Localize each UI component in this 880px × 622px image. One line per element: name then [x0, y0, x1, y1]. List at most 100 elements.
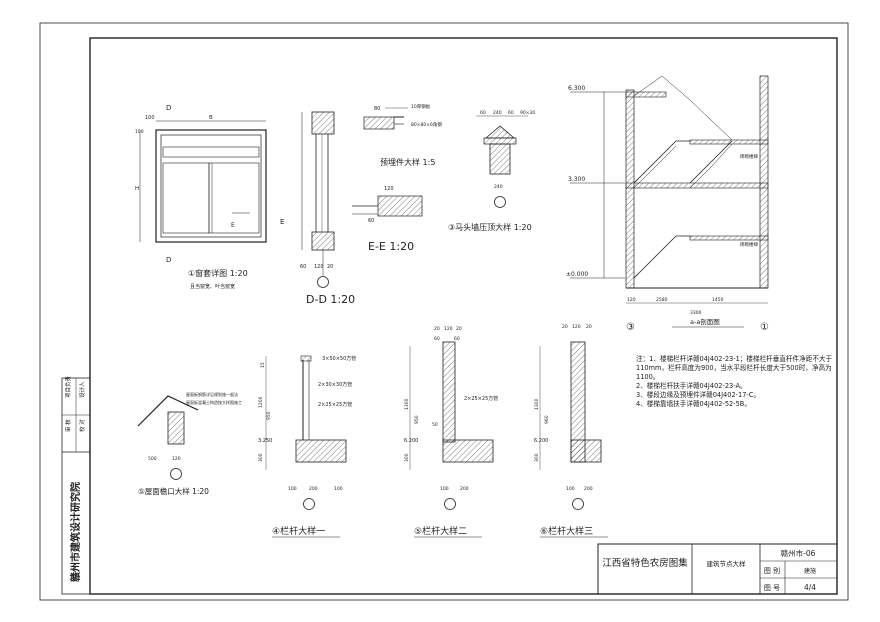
svg-text:60: 60 — [300, 264, 306, 270]
svg-text:屋面板钢筋详见规划施一般法: 屋面板钢筋详见规划施一般法 — [186, 391, 238, 397]
embed-title: 预埋件大样 1:5 — [380, 157, 435, 167]
note-3: 3、楼段边缘及预埋件详赣04J402-17-C。 — [636, 391, 760, 399]
notes-block: 注：1、楼梯栏杆详赣04J402-23-1；楼梯栏杆垂直杆件净距不大于110mm… — [636, 355, 836, 409]
svg-text:2×25×25方管: 2×25×25方管 — [464, 395, 498, 402]
level-2: 3.300 — [568, 176, 585, 183]
svg-text:2×25×25方管: 2×25×25方管 — [318, 401, 352, 408]
note-4: 4、楼梯靠墙扶手详赣04J402-52-5B。 — [636, 400, 751, 408]
svg-text:1200: 1200 — [258, 396, 264, 408]
svg-text:80×80×6角钢: 80×80×6角钢 — [411, 121, 442, 128]
svg-text:屋面板混凝土构造按大样图施工: 屋面板混凝土构造按大样图施工 — [186, 399, 242, 405]
svg-text:D: D — [166, 256, 171, 264]
inner-border — [89, 37, 838, 595]
role-3: 设计人 — [78, 381, 86, 398]
svg-text:120: 120 — [314, 264, 324, 270]
eave-title: ⑤屋面檐口大样 1:20 — [138, 486, 209, 496]
axis-left: ③ — [626, 322, 635, 333]
rail-2-detail: 20 120 20 60 60 1300 950 50 300 2×25×25方… — [404, 326, 498, 538]
stair-section: 6.300 3.300 ±0.000 砖砌楼梯 砖砌楼梯 120 2580 14… — [566, 75, 769, 333]
svg-text:2580: 2580 — [656, 297, 668, 303]
number-label: 图 号 — [764, 584, 780, 592]
svg-text:20: 20 — [562, 324, 568, 330]
rail-3-detail: 20 120 20 1300 960 300 6.200 100 200 ⑥栏杆… — [534, 324, 608, 538]
window-note: 且当窗宽、叶当窗宽 — [190, 283, 235, 290]
drawing-title: 建筑节点大样 — [707, 559, 747, 568]
svg-text:100: 100 — [145, 115, 155, 121]
rail3-level: 6.200 — [534, 438, 548, 444]
svg-text:90×30: 90×30 — [520, 110, 535, 116]
svg-text:60: 60 — [480, 110, 486, 116]
stair-label-1: 砖砌楼梯 — [740, 153, 758, 160]
note-2: 2、楼梯栏杆扶手详赣04J402-23-A。 — [636, 382, 747, 390]
svg-text:100: 100 — [288, 486, 297, 492]
svg-text:B: B — [209, 115, 213, 121]
rail2-title: ⑤栏杆大样二 — [414, 525, 467, 537]
svg-text:60: 60 — [434, 336, 440, 342]
svg-text:950: 950 — [266, 411, 272, 420]
role-1: 项目负责 — [64, 375, 72, 398]
number-value: 4/4 — [804, 583, 816, 592]
dd-section: 60 120 20 D-D 1:20 — [300, 111, 355, 306]
svg-text:120: 120 — [384, 186, 394, 192]
rail-1-detail: 15 1200 950 300 3×50×50方管 2×30×30方管 2×25… — [258, 355, 356, 538]
svg-text:10厚钢板: 10厚钢板 — [411, 103, 431, 110]
eave-detail: 屋面板钢筋详见规划施一般法 屋面板混凝土构造按大样图施工 500 120 ⑤屋面… — [137, 391, 242, 496]
svg-text:H: H — [135, 186, 139, 192]
window-title: ①窗套详图 1:20 — [188, 268, 248, 278]
role-2: 审 核 — [64, 419, 72, 432]
svg-text:20: 20 — [327, 264, 333, 270]
svg-text:300: 300 — [404, 453, 410, 462]
stair-label-2: 砖砌楼梯 — [740, 241, 758, 248]
svg-text:60: 60 — [454, 336, 460, 342]
cut-mark-e: E — [280, 218, 284, 226]
ee-section: 120 60 E-E 1:20 — [352, 186, 423, 253]
svg-text:300: 300 — [258, 453, 264, 462]
rail1-title: ④栏杆大样一 — [272, 525, 325, 537]
ee-title: E-E 1:20 — [368, 240, 414, 253]
axis-right: ① — [760, 322, 769, 333]
svg-text:100: 100 — [566, 486, 575, 492]
svg-text:100: 100 — [334, 486, 343, 492]
svg-text:120: 120 — [172, 456, 181, 462]
svg-text:100: 100 — [135, 129, 144, 135]
code-label: 赣州市-06 — [781, 548, 816, 558]
svg-text:20: 20 — [434, 326, 440, 332]
rail1-level: 3.250 — [258, 438, 272, 444]
category-label: 图 别 — [764, 566, 780, 575]
horsehead-title: ③马头墙压顶大样 1:20 — [448, 222, 532, 232]
svg-text:3×50×50方管: 3×50×50方管 — [322, 355, 356, 362]
svg-text:120: 120 — [627, 297, 636, 303]
horsehead-detail: 60 240 60 90×30 240 ③马头墙压顶大样 1:20 — [448, 110, 535, 232]
svg-text:960: 960 — [544, 415, 550, 424]
svg-text:100: 100 — [440, 486, 449, 492]
company-name: 赣州市建筑设计研究院 — [69, 482, 82, 582]
svg-text:120: 120 — [572, 324, 581, 330]
title-block: 江西省特色农房图集 建筑节点大样 赣州市-06 图 别 建施 图 号 4/4 — [597, 543, 838, 595]
svg-text:60: 60 — [508, 110, 514, 116]
svg-text:120: 120 — [444, 326, 453, 332]
svg-text:200: 200 — [460, 486, 469, 492]
section-mark-d: D — [166, 104, 171, 112]
company-strip: 项目负责 审 核 设计人 校 对 赣州市建筑设计研究院 — [61, 375, 91, 595]
category-value: 建施 — [804, 567, 816, 575]
atlas-title: 江西省特色农房图集 — [602, 557, 688, 569]
svg-text:240: 240 — [494, 184, 503, 190]
svg-text:240: 240 — [493, 110, 502, 116]
rail2-level: 6.200 — [404, 438, 418, 444]
dd-title: D-D 1:20 — [306, 293, 355, 306]
svg-text:200: 200 — [309, 486, 318, 492]
embed-detail: 80 10厚钢板 80×80×6角钢 预埋件大样 1:5 — [363, 103, 442, 167]
svg-text:1450: 1450 — [712, 297, 724, 303]
role-4: 校 对 — [78, 419, 86, 432]
level-1: 6.300 — [568, 85, 585, 92]
window-detail: E E D D 100 B H 100 ①窗套详图 1:20 且当窗宽、叶当窗宽 — [135, 104, 284, 290]
svg-text:60: 60 — [368, 218, 374, 224]
svg-text:1300: 1300 — [534, 398, 540, 410]
svg-text:950: 950 — [414, 415, 420, 424]
svg-text:20: 20 — [586, 324, 592, 330]
level-3: ±0.000 — [566, 271, 588, 278]
svg-text:1300: 1300 — [404, 398, 410, 410]
section-title: a-a剖面图 — [690, 317, 720, 326]
